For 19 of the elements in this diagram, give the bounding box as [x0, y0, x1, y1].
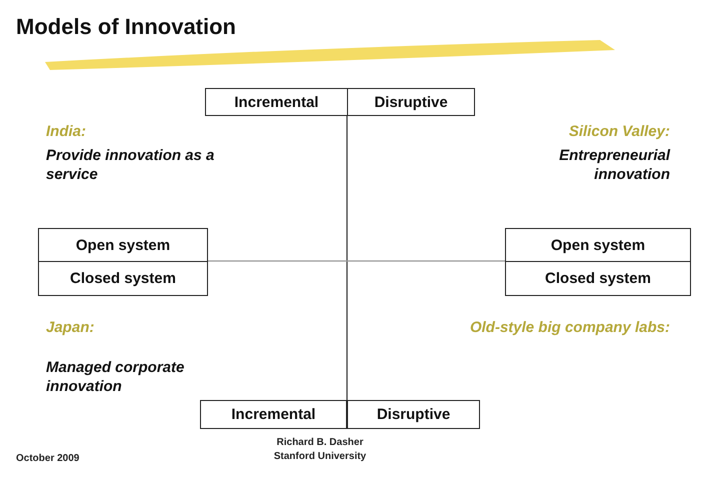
quadrant-heading: India: — [46, 122, 87, 141]
label-cell: Closed system — [505, 261, 691, 296]
footer-text: October 2009 — [16, 452, 80, 465]
footer-text: Richard B. Dasher — [276, 436, 364, 449]
label-cell: Closed system — [38, 261, 208, 296]
quadrant-heading: Old-style big company labs: — [468, 318, 670, 337]
title: Models of Innovation — [16, 14, 236, 40]
quadrant-heading: Silicon Valley: — [568, 122, 670, 141]
label-cell: Incremental — [200, 400, 347, 429]
label-cell: Open system — [38, 228, 208, 262]
label-cell: Disruptive — [347, 400, 480, 429]
quadrant-text: Entrepreneurial innovation — [558, 146, 670, 184]
quadrant-text: Managed corporate innovation — [46, 358, 186, 396]
quadrant-heading: Japan: — [46, 318, 96, 337]
quadrant-text: Provide innovation as a service — [46, 146, 216, 184]
label-cell: Disruptive — [347, 88, 475, 116]
label-cell: Open system — [505, 228, 691, 262]
footer-text: Stanford University — [272, 450, 368, 463]
label-cell: Incremental — [205, 88, 348, 116]
